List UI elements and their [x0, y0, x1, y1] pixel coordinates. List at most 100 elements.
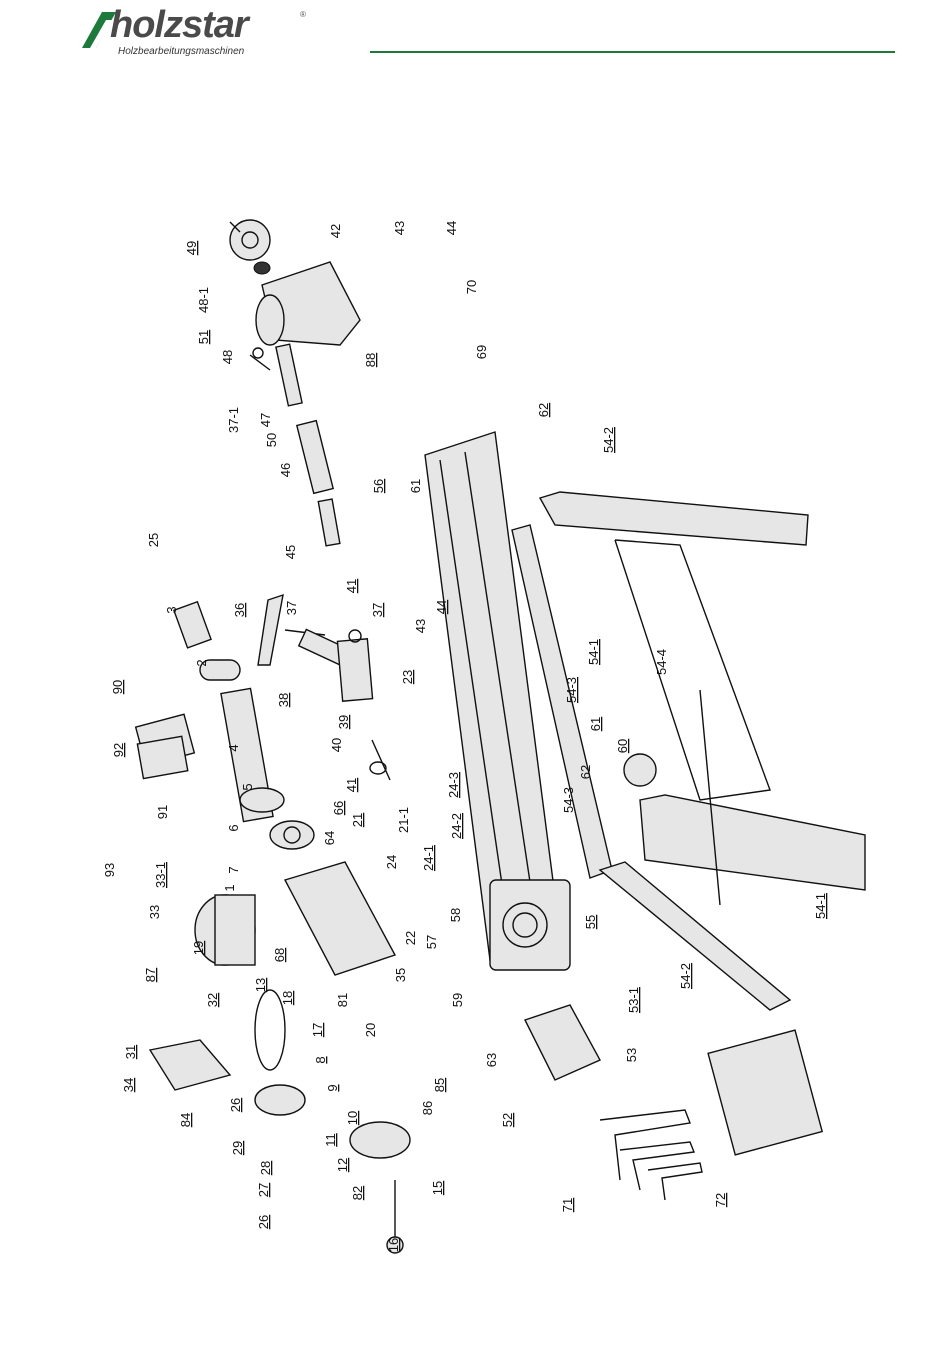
part-label-81: 81 [335, 993, 350, 1007]
part-label-54-4: 54-4 [654, 649, 669, 675]
part-label-40: 40 [329, 738, 344, 752]
part-label-17: 17 [310, 1023, 325, 1037]
part-label-23: 23 [400, 670, 415, 684]
part-label-54-1b: 54-1 [813, 893, 828, 919]
part-label-32: 32 [205, 993, 220, 1007]
part-label-29: 29 [230, 1141, 245, 1155]
part-label-33-1: 33-1 [153, 862, 168, 888]
part-label-13: 13 [253, 978, 268, 992]
part-label-55: 55 [583, 915, 598, 929]
part-label-11: 11 [323, 1133, 338, 1147]
part-label-10: 10 [345, 1111, 360, 1125]
part-label-24: 24 [384, 855, 399, 869]
part-label-6: 6 [226, 824, 241, 831]
part-label-45: 45 [283, 545, 298, 559]
tool-bin [524, 753, 657, 1081]
part-label-42: 42 [328, 224, 343, 238]
part-label-24-1: 24-1 [421, 845, 436, 871]
part-label-20: 20 [363, 1023, 378, 1037]
part-label-56: 56 [371, 479, 386, 493]
part-label-52: 52 [500, 1113, 515, 1127]
part-label-62b: 62 [578, 765, 593, 779]
part-label-64: 64 [322, 831, 337, 845]
part-label-28: 28 [258, 1161, 273, 1175]
part-label-58: 58 [448, 908, 463, 922]
stand-frame [511, 491, 866, 1011]
part-label-19: 19 [191, 941, 206, 955]
part-label-86: 86 [420, 1101, 435, 1115]
part-label-39: 39 [336, 715, 351, 729]
part-label-63: 63 [484, 1053, 499, 1067]
part-label-61b: 61 [588, 717, 603, 731]
part-label-93: 93 [102, 863, 117, 877]
part-label-84: 84 [178, 1113, 193, 1127]
part-label-18: 18 [280, 991, 295, 1005]
page-header: holzstar ® Holzbearbeitungsmaschinen [0, 0, 950, 80]
part-label-48-1: 48-1 [196, 287, 211, 313]
brand-tagline: Holzbearbeitungsmaschinen [118, 46, 245, 57]
part-label-3: 3 [164, 606, 179, 613]
part-label-82: 82 [350, 1186, 365, 1200]
part-label-36: 36 [232, 603, 247, 617]
part-label-60: 60 [615, 739, 630, 753]
holzstar-logo: holzstar ® Holzbearbeitungsmaschinen [78, 4, 318, 64]
part-label-1: 1 [222, 884, 237, 891]
part-label-53: 53 [624, 1048, 639, 1062]
part-label-43a: 43 [392, 221, 407, 235]
part-label-54-2a: 54-2 [601, 427, 616, 453]
part-label-21-1: 21-1 [396, 807, 411, 833]
part-label-68: 68 [272, 948, 287, 962]
part-label-37a: 37 [284, 601, 299, 615]
part-label-66: 66 [331, 801, 346, 815]
part-label-22: 22 [403, 931, 418, 945]
lathe-bed [424, 431, 571, 971]
headstock [172, 600, 397, 976]
part-label-46: 46 [278, 463, 293, 477]
part-label-44a: 44 [444, 221, 459, 235]
part-label-5: 5 [240, 783, 255, 790]
part-label-9: 9 [325, 1084, 340, 1091]
part-label-57: 57 [424, 935, 439, 949]
part-label-35: 35 [393, 968, 408, 982]
header-divider [370, 51, 895, 53]
part-label-70: 70 [464, 280, 479, 294]
part-label-51: 51 [196, 330, 211, 344]
part-label-61a: 61 [408, 479, 423, 493]
part-label-41b: 41 [344, 778, 359, 792]
part-label-7: 7 [226, 866, 241, 873]
part-label-62a: 62 [536, 403, 551, 417]
tailstock [229, 219, 361, 547]
manual-sheet [707, 1029, 824, 1156]
part-label-72: 72 [713, 1193, 728, 1207]
brand-name: holzstar [110, 4, 249, 46]
part-label-71: 71 [560, 1198, 575, 1212]
part-label-91: 91 [155, 805, 170, 819]
tool-rest [257, 593, 391, 781]
registered-mark: ® [300, 10, 306, 19]
part-label-54-3a: 54-3 [564, 677, 579, 703]
part-label-25: 25 [146, 533, 161, 547]
allen-keys [599, 1109, 703, 1201]
pulleys [254, 989, 411, 1254]
part-label-59: 59 [450, 993, 465, 1007]
part-label-50: 50 [264, 433, 279, 447]
part-label-49: 49 [184, 241, 199, 255]
part-label-2: 2 [194, 659, 209, 666]
part-label-24-3: 24-3 [446, 772, 461, 798]
part-label-26b: 26 [256, 1215, 271, 1229]
part-label-12: 12 [335, 1158, 350, 1172]
part-label-92: 92 [111, 743, 126, 757]
part-label-24-2: 24-2 [449, 813, 464, 839]
part-label-38: 38 [276, 693, 291, 707]
part-label-37b: 37 [370, 603, 385, 617]
part-label-4: 4 [226, 744, 241, 751]
part-label-90: 90 [110, 680, 125, 694]
part-label-21: 21 [350, 813, 365, 827]
part-label-54-3b: 54-3 [561, 787, 576, 813]
part-label-44b: 44 [434, 600, 449, 614]
part-label-47: 47 [258, 413, 273, 427]
part-label-43b: 43 [413, 619, 428, 633]
part-label-87: 87 [143, 968, 158, 982]
